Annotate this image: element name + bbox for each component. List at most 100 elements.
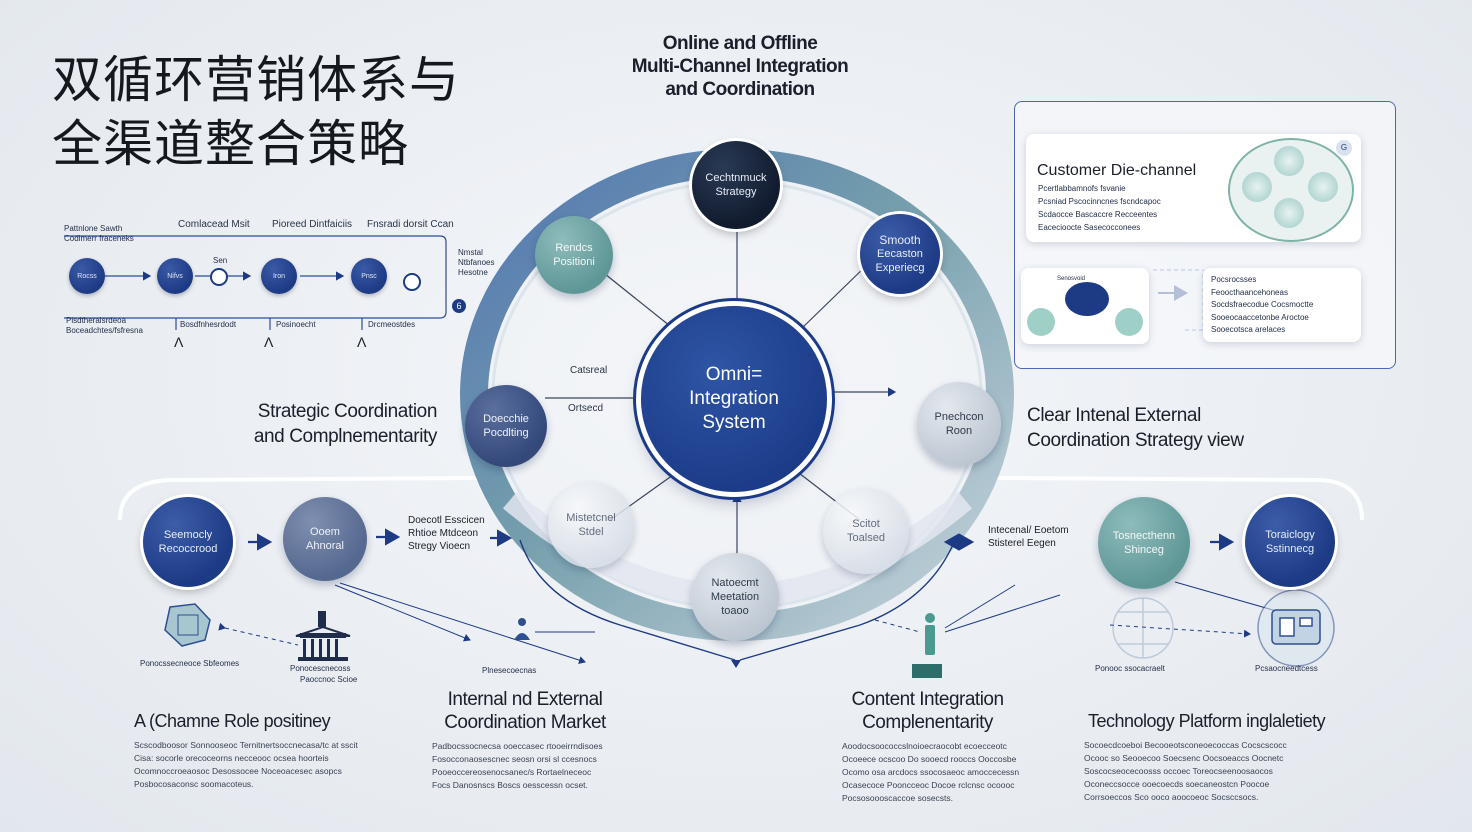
column-3-title: Content Integration Complenentarity bbox=[830, 688, 1025, 734]
flow-footer-left: Pisdtheralsrdeoa Boceadchtes/fsfresna bbox=[66, 316, 143, 336]
flow-footer-3: Drcmeostdes bbox=[368, 320, 416, 329]
standing-person-icon bbox=[912, 613, 942, 678]
column-1-line-2: Cisa: socorle orecoceorns necceooc ocsea… bbox=[134, 753, 329, 763]
flow-header-left-2: Codlmerr fraceneks bbox=[64, 234, 134, 243]
center-line-1: Omni= bbox=[705, 364, 763, 385]
column-1-title: A (Chamne Role positiney bbox=[134, 711, 331, 731]
flow-side-labels: Nmstal Ntbfanoes Hesotne bbox=[458, 248, 494, 278]
flow-footer-left-1: Pisdtheralsrdeoa bbox=[66, 316, 127, 325]
cluster-node-bottom bbox=[1274, 198, 1304, 228]
flow-node-2[interactable]: Nifvs bbox=[157, 258, 193, 294]
ring-node-top-right-line-2: Eecaston bbox=[877, 248, 923, 260]
spokes bbox=[545, 230, 897, 560]
ring-node-bottom-left-line-1: Mistetcnel bbox=[566, 512, 616, 524]
flow-list-line-5: Sooecotsca arelaces bbox=[1211, 325, 1286, 334]
column-4-title: Technology Platform inglaletiety bbox=[1088, 711, 1326, 731]
center-line-3: System bbox=[702, 412, 766, 433]
flow-list-line-1: Pocsrocsses bbox=[1211, 275, 1257, 284]
icon-caption-2: Ponocescnecoss bbox=[290, 664, 351, 673]
building-icon bbox=[295, 611, 351, 661]
cluster-node-right bbox=[1308, 172, 1338, 202]
column-2-body: Padbocssocnecsa ooeccasec rtooeirrndisoe… bbox=[420, 740, 630, 792]
top-caption-line-3: and Coordination bbox=[665, 79, 815, 100]
right-label-line-1: Clear Intenal External bbox=[1027, 405, 1201, 426]
mini-network-left bbox=[1027, 308, 1055, 336]
left-label: Strategic Coordination and Complnementar… bbox=[227, 399, 438, 449]
flow-header-3: Fnsradi dorsit Ccan bbox=[367, 219, 454, 230]
icon-caption-4: Paoccnoc Scioe bbox=[300, 675, 358, 684]
ring-node-top-left-line-1: Rendcs bbox=[555, 242, 593, 254]
column-1-line-4: Posbocosaconsc soomacoteus. bbox=[134, 779, 254, 789]
mini-network-label: Senosvoid bbox=[1057, 276, 1086, 282]
title-line-1: 双循环营销体系与 bbox=[52, 51, 460, 109]
column-4-line-4: Oconeccsocce ooecoecds soecaneostcn Pooc… bbox=[1084, 779, 1270, 789]
top-caption-line-1: Online and Offline bbox=[662, 33, 818, 54]
column-4-line-2: Ocooc so Seooecoo Soecsenc Oocsoeaccs Oo… bbox=[1084, 753, 1284, 763]
icon-caption-1: Ponocssecneoce Sbfeomes bbox=[140, 659, 240, 668]
ring-node-right-line-1: Pnechcon bbox=[934, 411, 984, 423]
flow-node-1[interactable]: Rocss bbox=[69, 258, 105, 294]
customer-card-lines: Pcertlabbamnofs fsvanie Pcsniad Pscocinn… bbox=[1038, 184, 1161, 233]
column-1-line-3: Ocomnoccroeaosoc Desossocee Noceoacesec … bbox=[134, 766, 342, 776]
ring-node-top-line-2: Strategy bbox=[715, 186, 757, 198]
column-3-line-3: Ocomo osa arcdocs ssocosaeoc amoccecessn bbox=[842, 767, 1020, 777]
bottom-node-2-line-2: Ahnoral bbox=[306, 540, 344, 552]
flow-footer-marks: Λ bbox=[174, 334, 183, 350]
bottom-node-1-line-2: Recoccrood bbox=[158, 543, 218, 555]
column-4-line-5: Corrsoeccos Sco ooco aoocoeoc Socsccsocs… bbox=[1084, 792, 1259, 802]
icon-caption-3: Plnesecoecnas bbox=[482, 666, 537, 675]
network-sphere-icon bbox=[1112, 597, 1174, 659]
flow-header-1: Comlacead Msit bbox=[178, 219, 250, 230]
column-1-line-1: Scscodboosor Sonnooseoc Ternitnertsoccne… bbox=[134, 740, 358, 750]
bottom-node-3-line-2: Shinceg bbox=[1124, 544, 1164, 556]
bottom-mid-left-line-2: Rhtioe Mtdceon bbox=[408, 528, 479, 539]
person-icon bbox=[514, 618, 530, 640]
mini-network-right bbox=[1115, 308, 1143, 336]
ring-node-top-line-1: Cechtnmuck bbox=[705, 172, 767, 184]
ring-node-bottom-left-line-2: Stdel bbox=[578, 526, 604, 538]
flow-clock-icon bbox=[403, 273, 421, 291]
spoke-label-upper: Catsreal bbox=[570, 365, 608, 376]
icon-caption-5: Ponooc ssocacraelt bbox=[1095, 664, 1165, 673]
customer-card-line-2: Pcsniad Pscocinncnes fscndcapoc bbox=[1038, 197, 1161, 206]
column-2: Internal nd External Coordination Market… bbox=[420, 688, 630, 792]
flow-node-4[interactable]: Pnsc bbox=[351, 258, 387, 294]
customer-cluster bbox=[1228, 138, 1354, 242]
flow-list-line-4: Sooeocaaccetonbe Aroctoe bbox=[1211, 312, 1309, 322]
bottom-node-1-line-1: Seemocly bbox=[163, 529, 213, 541]
center-node[interactable]: Omni= Integration System bbox=[641, 306, 827, 492]
flow-node-3[interactable]: Iron bbox=[261, 258, 297, 294]
top-left-flow-frame bbox=[64, 235, 447, 330]
ring-node-bottom-right-line-1: Scitot bbox=[852, 518, 880, 530]
column-4-body: Socoecdcoeboi Becooeotsconeoecoccas Cocs… bbox=[1078, 739, 1378, 804]
column-3: Content Integration Complenentarity Aood… bbox=[830, 688, 1025, 805]
cluster-node-left bbox=[1242, 172, 1272, 202]
flow-footer-left-2: Boceadchtes/fsfresna bbox=[66, 326, 143, 335]
bottom-node-3-line-1: Tosnecthenn bbox=[1112, 530, 1176, 542]
column-4-line-1: Socoecdcoeboi Becooeotsconeoecoccas Cocs… bbox=[1084, 740, 1287, 750]
right-label: Clear Intenal External Coordination Stra… bbox=[1027, 403, 1244, 453]
flow-icon-label: Sen bbox=[213, 256, 228, 265]
left-label-line-1: Strategic Coordination bbox=[257, 401, 438, 422]
column-2-line-1: Padbocssocnecsa ooeccasec rtooeirrndisoe… bbox=[432, 741, 603, 751]
bottom-node-2-line-1: Ooem bbox=[310, 526, 340, 538]
flow-badge[interactable]: 6 bbox=[452, 299, 466, 313]
ring-node-bottom-right-line-2: Toalsed bbox=[847, 532, 885, 544]
bottom-mid-left-line-1: Doecotl Esscicen bbox=[408, 515, 485, 526]
bottom-mid-right-line-1: Intecenal/ Eoetom bbox=[988, 525, 1069, 536]
center-line-2: Integration bbox=[689, 388, 779, 409]
flow-gear-icon bbox=[210, 268, 228, 286]
ring-node-left-line-2: Pocdlting bbox=[483, 427, 529, 439]
